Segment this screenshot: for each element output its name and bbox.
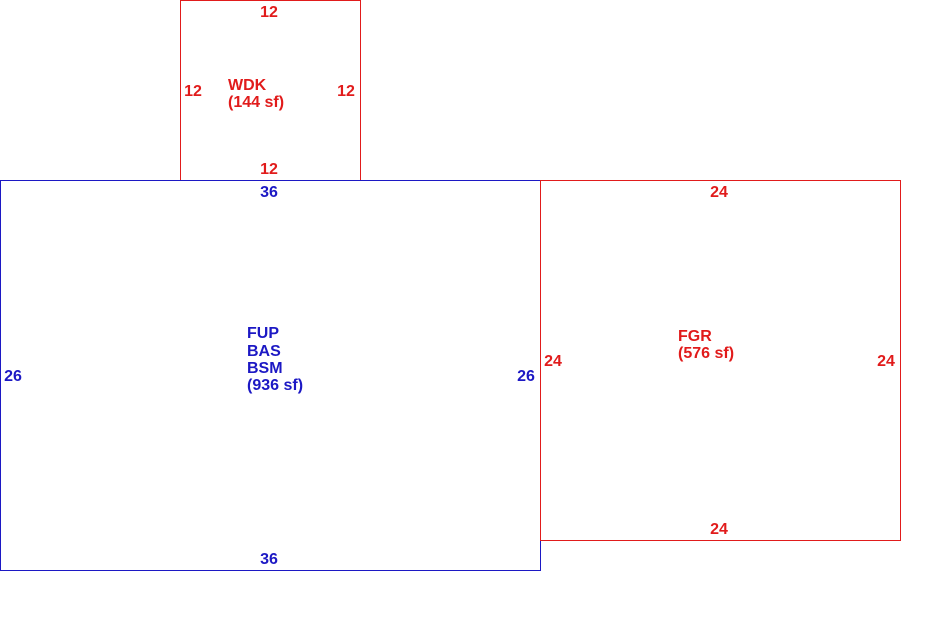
fgr-dim-right: 24 bbox=[877, 353, 895, 370]
fgr-dim-top: 24 bbox=[710, 184, 728, 201]
main-dim-top: 36 bbox=[260, 184, 278, 201]
main-dim-left: 26 bbox=[4, 368, 22, 385]
wdk-dim-top: 12 bbox=[260, 4, 278, 21]
wdk-dim-right: 12 bbox=[337, 83, 355, 100]
wdk-area-value: (144 sf) bbox=[228, 94, 284, 111]
wdk-dim-left: 12 bbox=[184, 83, 202, 100]
main-dim-right: 26 bbox=[517, 368, 535, 385]
main-dim-bottom: 36 bbox=[260, 551, 278, 568]
main-label-line3: BSM bbox=[247, 360, 283, 377]
fgr-dim-bottom: 24 bbox=[710, 521, 728, 538]
main-area-value: (936 sf) bbox=[247, 377, 303, 394]
fgr-outline bbox=[540, 180, 901, 541]
fgr-label: FGR bbox=[678, 328, 712, 345]
fgr-area-value: (576 sf) bbox=[678, 345, 734, 362]
wdk-label: WDK bbox=[228, 77, 267, 94]
fgr-area: 24 24 24 24 FGR (576 sf) bbox=[540, 180, 901, 541]
wdk-area: 12 12 12 12 WDK (144 sf) bbox=[180, 0, 361, 181]
wdk-outline bbox=[180, 0, 361, 181]
main-label-line2: BAS bbox=[247, 343, 281, 360]
main-area: 36 26 26 36 FUP BAS BSM (936 sf) bbox=[0, 180, 541, 571]
wdk-dim-bottom: 12 bbox=[260, 161, 278, 178]
fgr-dim-left: 24 bbox=[544, 353, 562, 370]
main-label-line1: FUP bbox=[247, 325, 279, 342]
